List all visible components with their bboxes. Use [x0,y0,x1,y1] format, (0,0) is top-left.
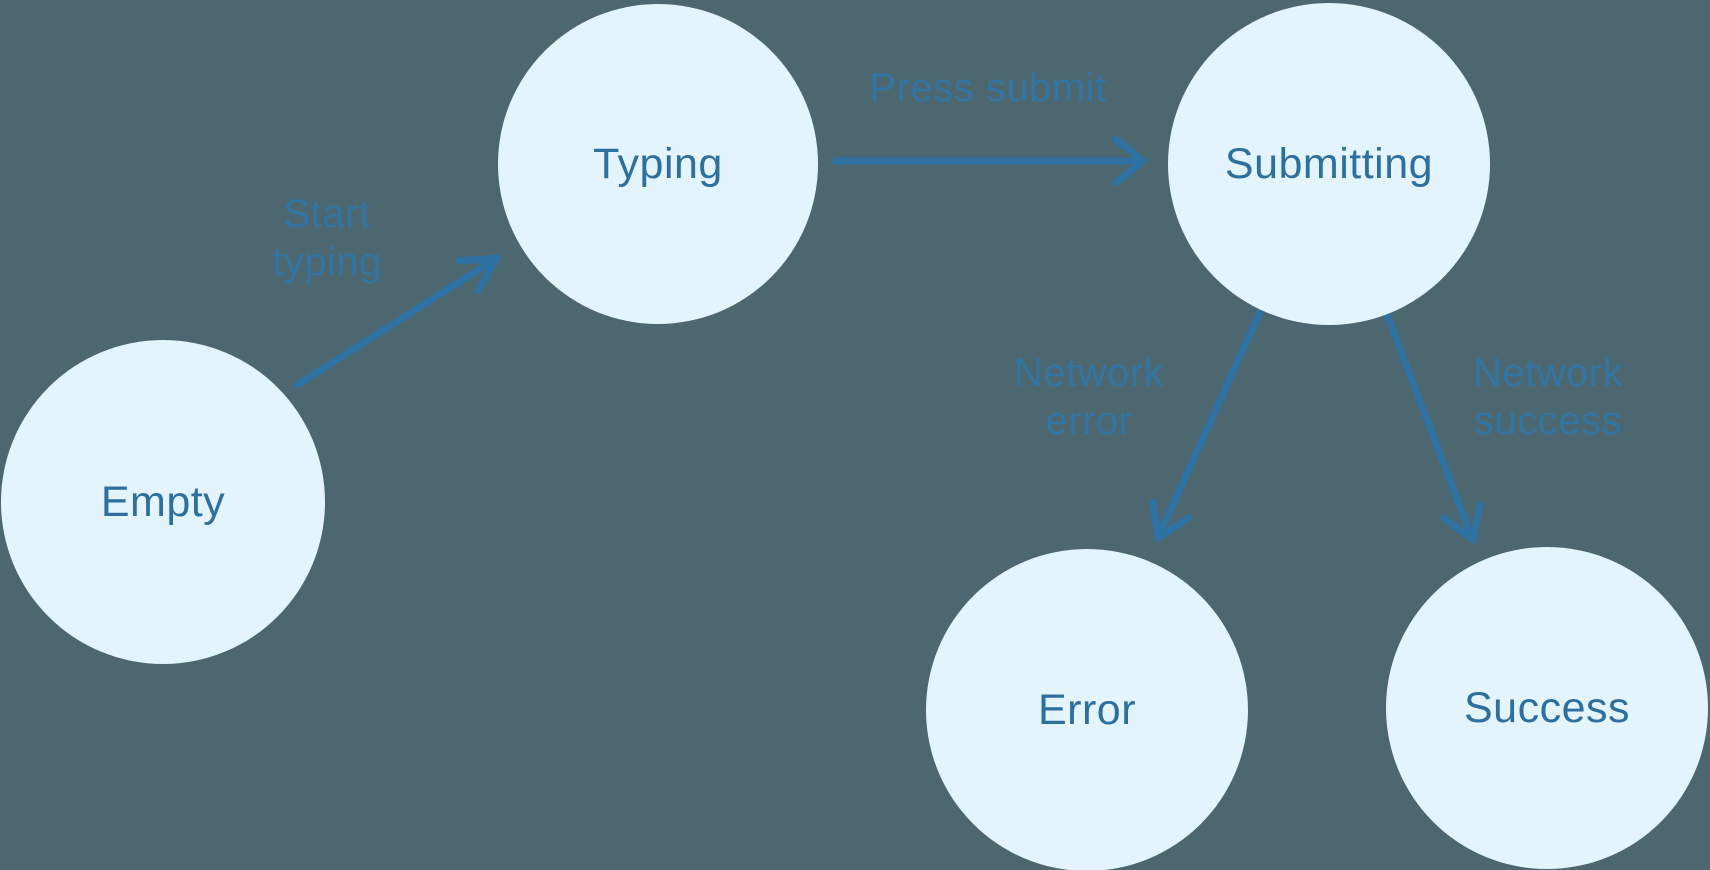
state-node-empty: Empty [1,340,325,664]
edge-label-start-typing: Start typing [272,192,382,284]
edge-label-press-submit: Press submit [869,66,1107,110]
state-node-label: Empty [100,477,226,526]
arrowhead-icon [1112,135,1147,187]
edge-typing-to-submitting [832,135,1147,187]
arrowhead-icon [455,254,501,295]
state-node-label: Submitting [1224,139,1434,188]
state-node-typing: Typing [498,4,818,324]
edge-submitting-to-error [1149,306,1265,542]
state-node-error: Error [926,549,1248,870]
edge-shaft [1383,310,1474,537]
state-node-label: Typing [593,139,723,188]
edge-shaft [1157,306,1265,535]
arrowhead-icon [1149,498,1192,542]
state-node-label: Success [1463,683,1630,732]
edge-submitting-to-success [1383,310,1484,544]
edge-empty-to-typing [293,254,501,389]
state-node-label: Error [1037,685,1137,734]
state-node-submitting: Submitting [1168,3,1490,325]
arrowhead-icon [1440,501,1484,544]
state-node-success: Success [1386,547,1708,869]
edge-label-network-error: Network error [1013,351,1165,443]
edge-shaft [293,259,493,389]
edge-label-network-success: Network success [1472,351,1624,443]
